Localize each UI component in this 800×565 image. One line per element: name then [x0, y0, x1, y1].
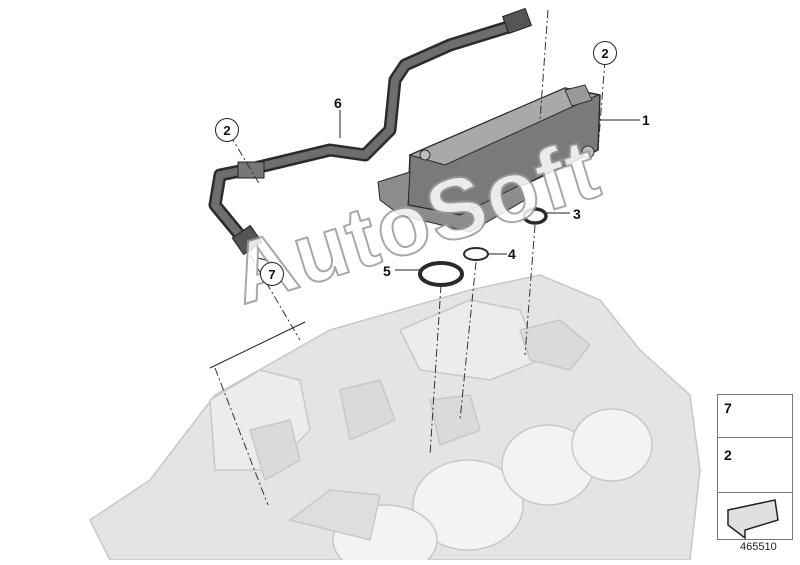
engine-block	[89, 274, 701, 565]
callout-2-bolt-hose: 2	[215, 118, 239, 142]
legend-clip-number: 7	[724, 400, 732, 416]
coolant-hose	[208, 7, 532, 256]
direction-arrow-icon	[727, 499, 779, 540]
diagram-id: 465510	[740, 541, 777, 553]
callout-7-clip: 7	[260, 262, 284, 286]
alignment-lines	[214, 9, 606, 506]
callout-2-bolt-cooler: 2	[593, 41, 617, 65]
legend-bolt-box: 2	[717, 437, 793, 493]
legend-clip-box: 7	[717, 394, 793, 438]
callout-3: 3	[573, 206, 581, 222]
oil-cooler	[377, 84, 601, 233]
leader-lines	[209, 110, 640, 369]
callout-6: 6	[334, 95, 342, 111]
callout-4: 4	[508, 246, 516, 262]
legend-arrow-box	[717, 492, 793, 540]
legend-bolt-number: 2	[724, 447, 732, 463]
callout-5: 5	[383, 263, 391, 279]
callout-1: 1	[642, 112, 650, 128]
